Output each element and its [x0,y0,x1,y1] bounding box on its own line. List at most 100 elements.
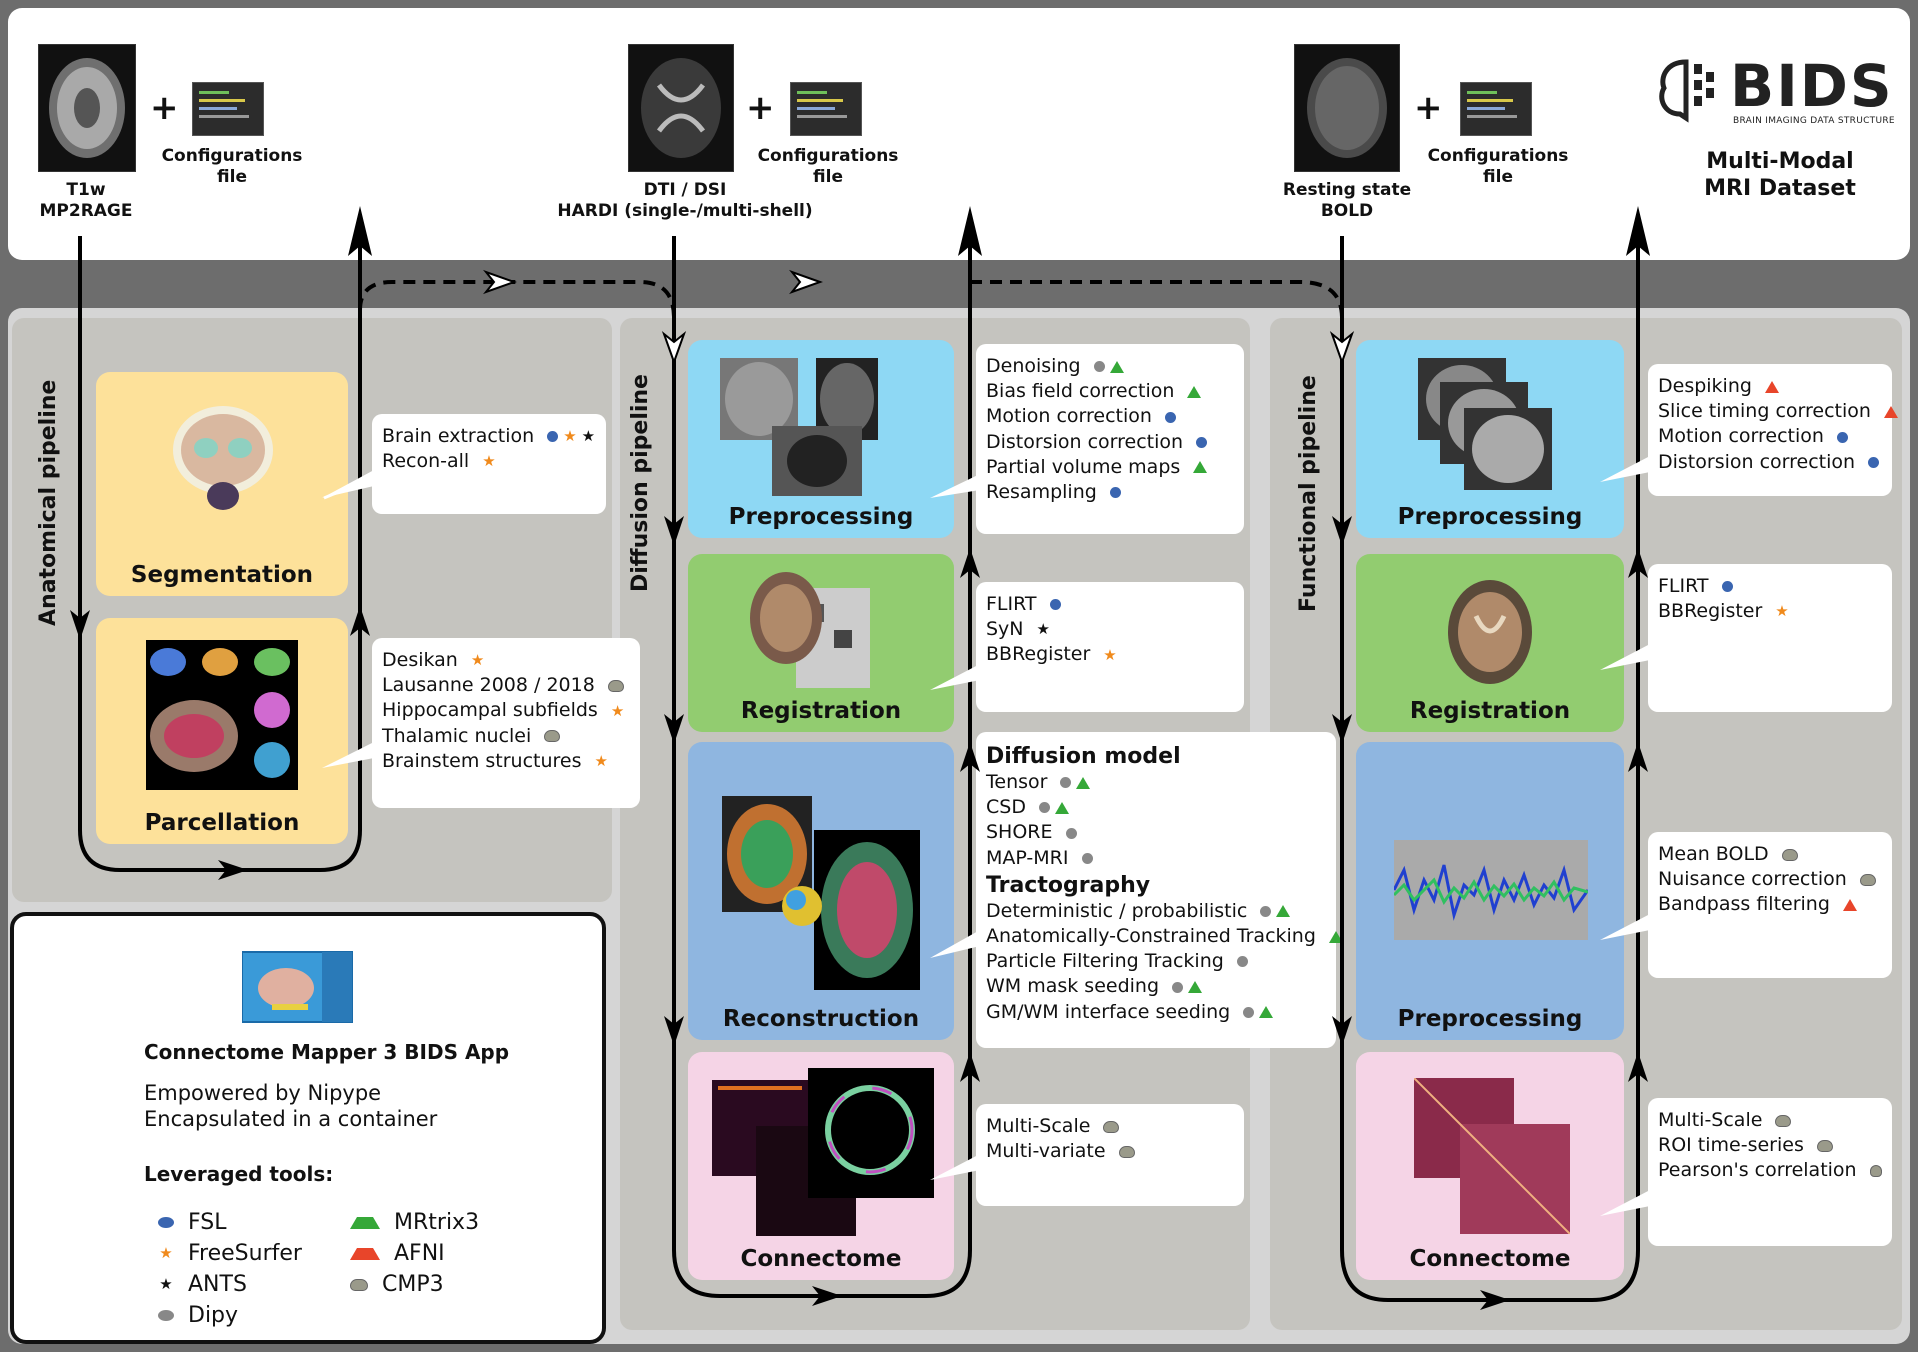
cmp3-brain-icon [1118,1145,1135,1158]
bids-logo-subtitle: BRAIN IMAGING DATA STRUCTURE [1733,116,1895,126]
config-label-line1: Configurations [161,146,303,166]
cmp3-brain-icon [1816,1139,1833,1152]
tool-row: SyN★ [986,617,1234,642]
cmp3-brain-icon [1869,1165,1882,1177]
tool-label: WM mask seeding [986,975,1160,998]
afni-triangle-icon [350,1247,380,1260]
tool-row: GM/WM interface seeding [986,1000,1326,1025]
tool-row: Hippocampal subfields ★ [382,698,630,723]
mrtrix-triangle-icon [1076,776,1091,789]
tool-label: Lausanne 2008 / 2018 [382,674,595,697]
tool-row: Pearson's correlation [1658,1158,1882,1183]
fsl-dot-icon [1196,436,1208,448]
tool-row: Despiking [1658,374,1882,399]
bids-logo-text: BIDS [1730,52,1894,120]
diffusion-model-heading: Diffusion model [986,744,1181,769]
mrtrix-triangle-icon [1109,360,1124,373]
t1-label-line2: MP2RAGE [39,201,133,221]
afni-triangle-icon [1842,899,1857,911]
tool-row: Anatomically-Constrained Tracking [986,924,1343,949]
diffusion-registration-title: Registration [740,698,902,724]
tool-row: Mean BOLD [1658,842,1882,867]
diffusion-registration-stage: Registration [688,554,954,732]
dipy-dot-icon [1038,802,1050,814]
tool-label: Bandpass filtering [1658,893,1830,916]
mrtrix-triangle-icon [1054,801,1069,814]
tool-label: Thalamic nuclei [382,724,532,747]
tool-label: Desikan [382,649,458,671]
functional-registration-stage: Registration [1356,554,1624,732]
tool-label: SHORE [986,821,1053,844]
diffusion-preprocessing-stage: Preprocessing [688,340,954,538]
bold-label-line2: BOLD [1320,201,1374,221]
cmp3-brain-icon [1859,873,1876,886]
functional-preprocessing-stage: Preprocessing [1356,340,1624,538]
fsl-dot-icon [1109,487,1121,499]
bold-label-line1: Resting state [1282,180,1412,200]
legend-item-cmp3: CMP3 [350,1272,444,1297]
tool-row: Deterministic / probabilistic [986,899,1326,924]
dipy-dot-icon [1243,1006,1255,1018]
tool-row: SHORE [986,820,1326,845]
functional-signal-title: Preprocessing [1397,1006,1583,1032]
freesurfer-star-icon: ★ [563,427,577,446]
tool-label: SyN [986,618,1024,641]
tool-label: Mean BOLD [1658,843,1769,865]
tool-row: Nuisance correction [1658,867,1882,892]
dwi-input-label: DTI / DSI HARDI (single-/multi-shell) [540,180,830,222]
diffusion-registration-image [750,572,870,688]
tool-row: Multi-Scale [1658,1108,1882,1133]
legend-item-mrtrix: MRtrix3 [350,1210,479,1235]
legend-item-label: AFNI [394,1241,445,1266]
legend-line1: Empowered by Nipype [144,1081,382,1105]
tool-label: Motion correction [986,405,1152,428]
segmentation-title: Segmentation [130,562,314,588]
diffusion-reconstruction-title: Reconstruction [722,1006,920,1032]
legend-item-fsl: FSL [158,1210,227,1235]
tool-label: Anatomically-Constrained Tracking [986,925,1316,948]
freesurfer-star-icon: ★ [470,651,485,670]
tool-label: Hippocampal subfields [382,699,598,722]
tool-row: BBRegister★ [986,642,1234,667]
ants-star-icon: ★ [159,1275,173,1293]
tool-row: Brainstem structures★ [382,749,630,774]
tool-row: BBRegister★ [1658,599,1882,624]
config-label-line2: file [217,167,247,187]
tool-label: Nuisance correction [1658,868,1847,891]
tool-label: GM/WM interface seeding [986,1000,1231,1023]
legend-item-ants: ★ANTS [158,1272,247,1297]
dipy-dot-icon [1060,777,1072,789]
plus-sign: + [746,88,775,128]
tool-row: MAP-MRI [986,846,1326,871]
freesurfer-star-icon: ★ [482,452,496,471]
afni-triangle-icon [1883,405,1898,418]
parcellation-title: Parcellation [144,810,300,836]
dipy-dot-icon [1172,981,1184,993]
mrtrix-triangle-icon [1193,461,1208,474]
tool-row: WM mask seeding [986,974,1326,999]
legend-item-freesurfer: ★FreeSurfer [158,1241,302,1266]
dipy-dot-icon [1093,361,1105,373]
dataset-title: Multi-Modal MRI Dataset [1680,148,1880,202]
tool-label: Brainstem structures [382,749,582,772]
dipy-dot-icon [158,1310,174,1321]
plus-sign: + [150,88,179,128]
fsl-dot-icon [1868,456,1880,468]
tool-label: Despiking [1658,375,1752,397]
fsl-dot-icon [1049,599,1061,611]
diffusion-preprocessing-title: Preprocessing [728,504,914,530]
dataset-panel [8,8,1910,260]
dipy-dot-icon [1260,905,1272,917]
tool-label: Multi-variate [986,1140,1106,1163]
config-label-line2: file [1483,167,1513,187]
cmp3-brain-icon [1775,1114,1792,1127]
config-label-line1: Configurations [757,146,899,166]
freesurfer-star-icon: ★ [610,701,625,720]
tool-label: FLIRT [986,593,1037,615]
t1-input-label: T1w MP2RAGE [30,180,142,222]
config-file-icon [192,82,264,136]
tool-row: Bandpass filtering [1658,892,1882,917]
legend-line2: Encapsulated in a container [144,1107,438,1131]
